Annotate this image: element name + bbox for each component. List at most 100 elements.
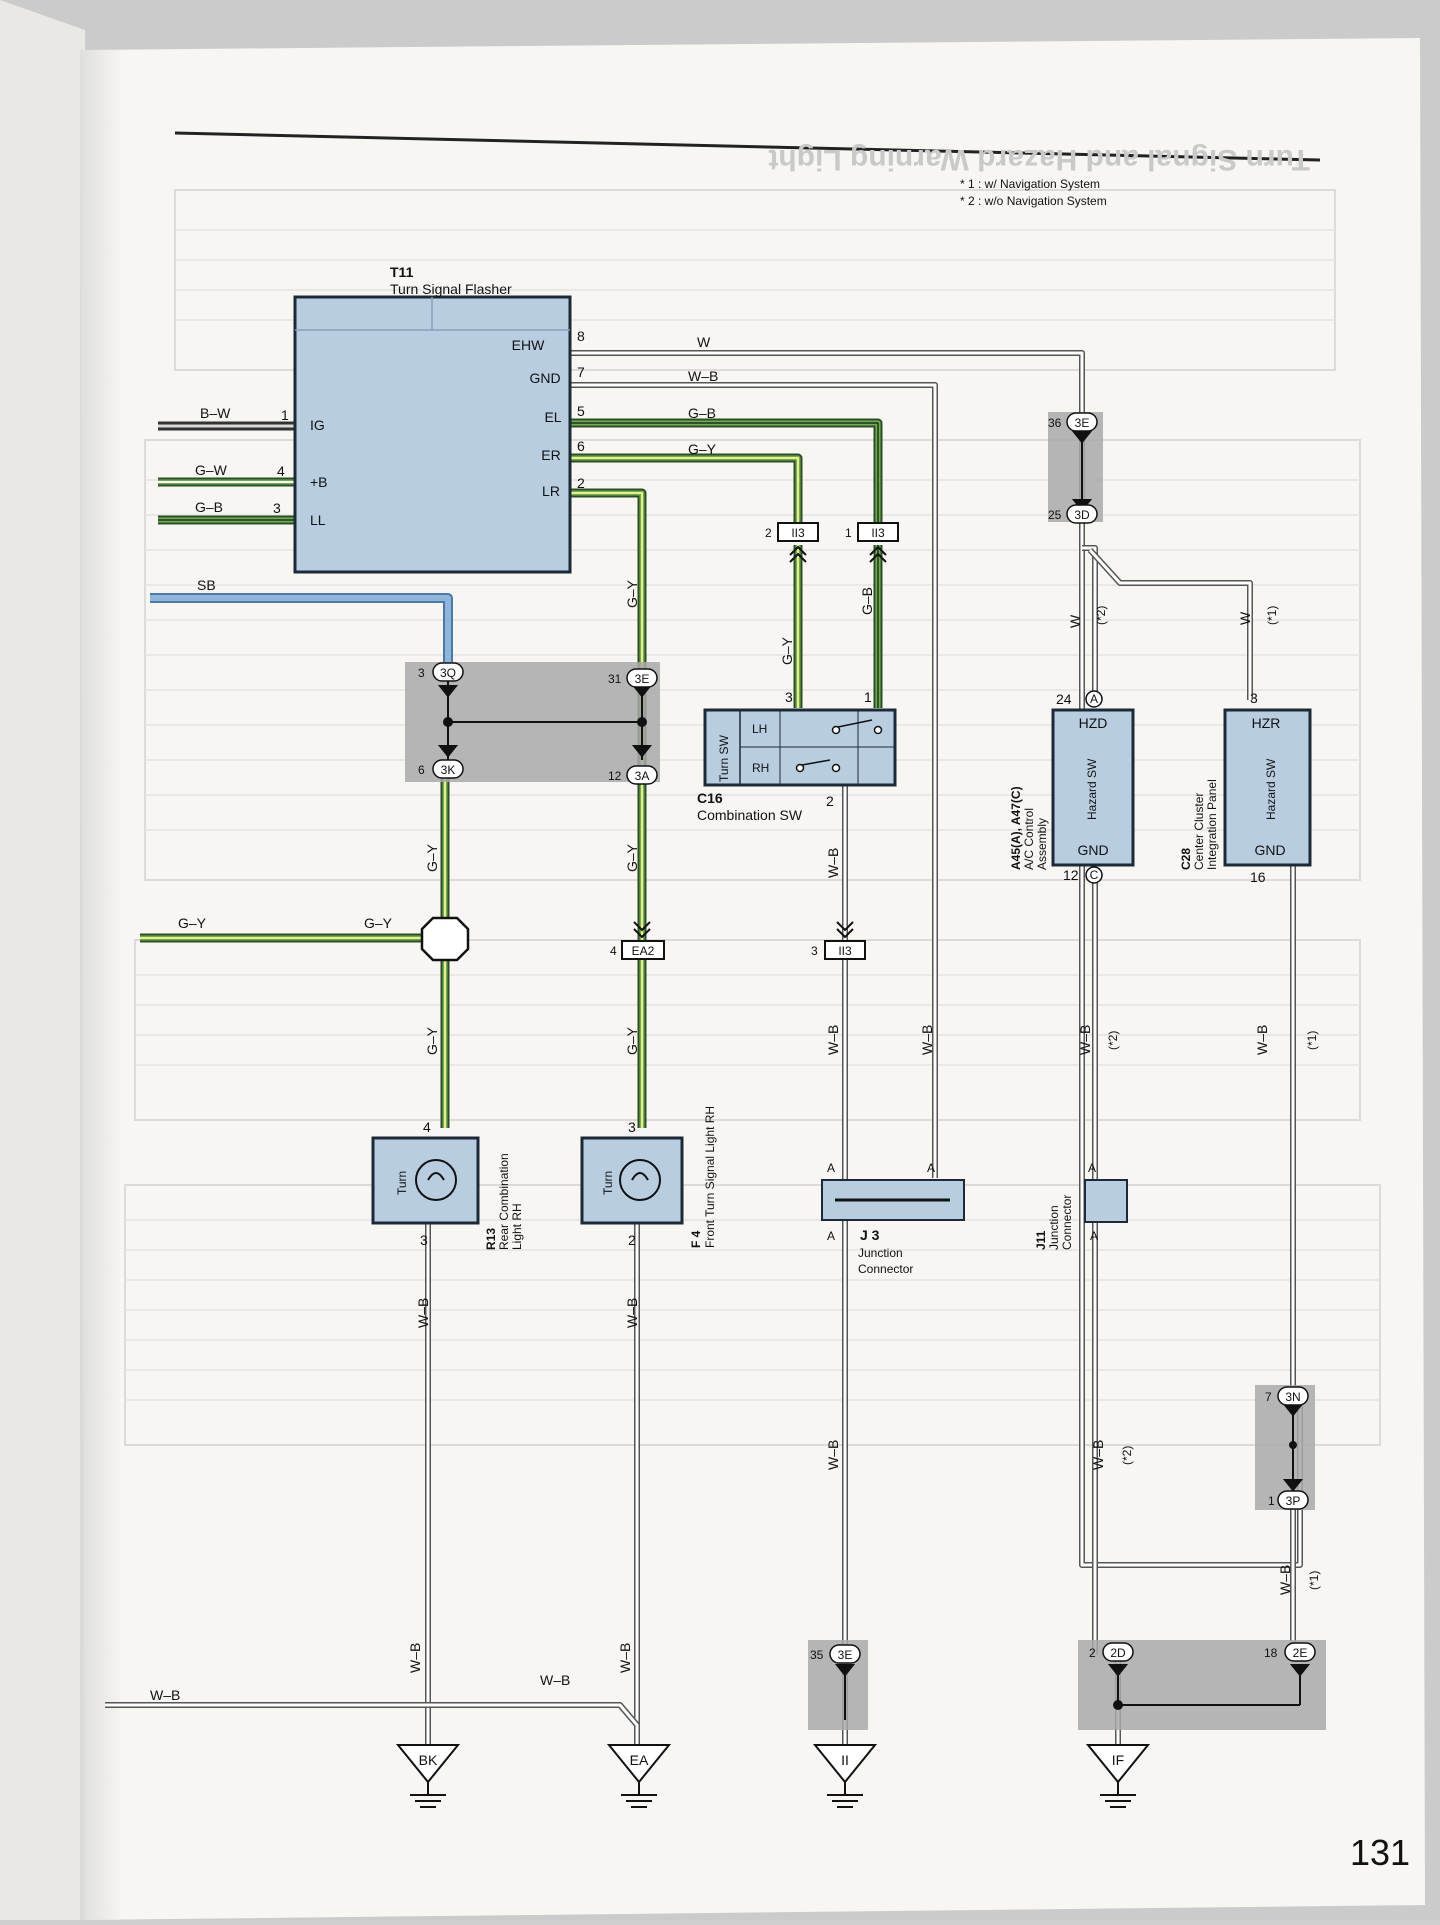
c16-pin-lh: 3 (785, 689, 793, 705)
c16-pin-rh: 1 (864, 689, 872, 705)
svg-text:W–B: W–B (407, 1643, 423, 1673)
c28-bottom: GND (1254, 842, 1285, 858)
ground-bk: BK (419, 1752, 438, 1768)
r13-pin-bottom: 3 (420, 1232, 428, 1248)
c16-rh: RH (752, 761, 769, 775)
svg-text:B–W: B–W (200, 405, 231, 421)
j3-a-bottom: A (827, 1229, 835, 1243)
connector-badges: 3Q 3 3K 6 3E 31 3A 12 3E 36 3D 25 II3 2 … (418, 412, 1316, 1664)
svg-text:GND: GND (529, 370, 560, 386)
svg-text:(*2): (*2) (1094, 606, 1108, 625)
svg-text:7: 7 (577, 364, 585, 380)
ac-control-hazard-switch (1051, 708, 1135, 867)
center-cluster-hazard-switch (1223, 708, 1312, 867)
c28-name-2: Integration Panel (1205, 779, 1219, 870)
reverse-page-ghost (124, 189, 1381, 1446)
c16-lh: LH (752, 722, 767, 736)
svg-text:25: 25 (1048, 508, 1062, 522)
svg-text:(*2): (*2) (1106, 1031, 1120, 1050)
svg-text:II3: II3 (871, 526, 885, 540)
splice-node (420, 916, 470, 962)
svg-text:W–B: W–B (825, 1025, 841, 1055)
svg-text:3E: 3E (838, 1648, 853, 1662)
j3-code: J 3 (860, 1227, 880, 1243)
a45-bottom: GND (1077, 842, 1108, 858)
header-rule (174, 131, 1321, 162)
svg-text:7: 7 (1265, 1390, 1272, 1404)
svg-text:LR: LR (542, 483, 560, 499)
r13-inner: Turn (395, 1171, 409, 1195)
a45-conn-bottom: C (1090, 868, 1099, 882)
left-page-edge (0, 0, 85, 1920)
connector-chevrons (633, 545, 887, 939)
a45-top: HZD (1079, 715, 1108, 731)
svg-text:IG: IG (310, 417, 325, 433)
a45-inner-title: Hazard SW (1085, 758, 1099, 820)
c16-name: Combination SW (697, 807, 803, 823)
svg-text:W–B: W–B (919, 1025, 935, 1055)
svg-text:1: 1 (845, 526, 852, 540)
j3-a-right: A (927, 1161, 935, 1175)
front-turn-signal-light (580, 1136, 684, 1225)
svg-text:G–Y: G–Y (624, 843, 640, 872)
svg-text:2: 2 (765, 526, 772, 540)
svg-text:2E: 2E (1293, 1646, 1308, 1660)
t11-pin-labels: EHW GND EL ER LR IG +B LL 8 7 5 6 2 1 4 … (273, 328, 585, 528)
svg-text:G–Y: G–Y (424, 843, 440, 872)
svg-text:W–B: W–B (1254, 1025, 1270, 1055)
c16-inner-title: Turn SW (717, 734, 731, 782)
svg-text:+B: +B (310, 474, 328, 490)
svg-text:W–B: W–B (415, 1298, 431, 1328)
f4-code: F 4 (689, 1230, 703, 1248)
svg-text:G–Y: G–Y (688, 441, 717, 457)
svg-text:8: 8 (577, 328, 585, 344)
svg-text:W–B: W–B (688, 368, 718, 384)
svg-text:4: 4 (277, 463, 285, 479)
f4-name: Front Turn Signal Light RH (703, 1106, 717, 1248)
svg-text:G–B: G–B (195, 499, 223, 515)
wire-labels: W W–B G–B G–Y B–W G–W G–B SB G–Y G–Y G–Y… (150, 334, 1321, 1703)
svg-text:3E: 3E (1075, 416, 1090, 430)
c16-code: C16 (697, 790, 723, 806)
t11-code: T11 (390, 264, 414, 280)
svg-text:SB: SB (197, 577, 216, 593)
j3-name-2: Connector (858, 1262, 913, 1276)
r13-name-2: Light RH (510, 1203, 524, 1250)
ground-symbols (395, 1744, 1151, 1808)
a45-code: A45(A), A47(C) (1009, 786, 1023, 870)
page-number: 131 (1350, 1832, 1410, 1873)
ground-ea: EA (630, 1752, 649, 1768)
c16-pin-bottom: 2 (826, 793, 834, 809)
svg-text:II3: II3 (791, 526, 805, 540)
a45-conn-top: A (1090, 692, 1098, 706)
svg-text:G–Y: G–Y (779, 636, 795, 665)
svg-text:18: 18 (1264, 1646, 1278, 1660)
svg-text:W–B: W–B (825, 848, 841, 878)
c28-inner-title: Hazard SW (1264, 758, 1278, 820)
svg-text:G–W: G–W (195, 462, 228, 478)
svg-text:EA2: EA2 (632, 944, 655, 958)
note-navigation-1: * 1 : w/ Navigation System (960, 177, 1100, 191)
svg-text:6: 6 (418, 763, 425, 777)
svg-text:(*1): (*1) (1265, 606, 1279, 625)
junction-connector-j11 (1084, 1179, 1128, 1223)
svg-text:II3: II3 (838, 944, 852, 958)
rear-combination-light (371, 1136, 480, 1225)
svg-text:W–B: W–B (1090, 1440, 1106, 1470)
svg-text:W: W (1067, 614, 1083, 628)
a45-pin-top: 24 (1056, 691, 1072, 707)
svg-text:G–B: G–B (859, 587, 875, 615)
f4-inner: Turn (601, 1171, 615, 1195)
c28-code: C28 (1179, 848, 1193, 870)
svg-text:3P: 3P (1286, 1494, 1301, 1508)
svg-text:W–B: W–B (1077, 1025, 1093, 1055)
svg-text:1: 1 (1268, 1494, 1275, 1508)
svg-text:G–Y: G–Y (624, 1026, 640, 1055)
svg-text:3: 3 (273, 500, 281, 516)
svg-text:35: 35 (810, 1648, 824, 1662)
j11-a-top: A (1088, 1161, 1096, 1175)
svg-text:ER: ER (541, 447, 560, 463)
f4-pin-top: 3 (628, 1119, 636, 1135)
